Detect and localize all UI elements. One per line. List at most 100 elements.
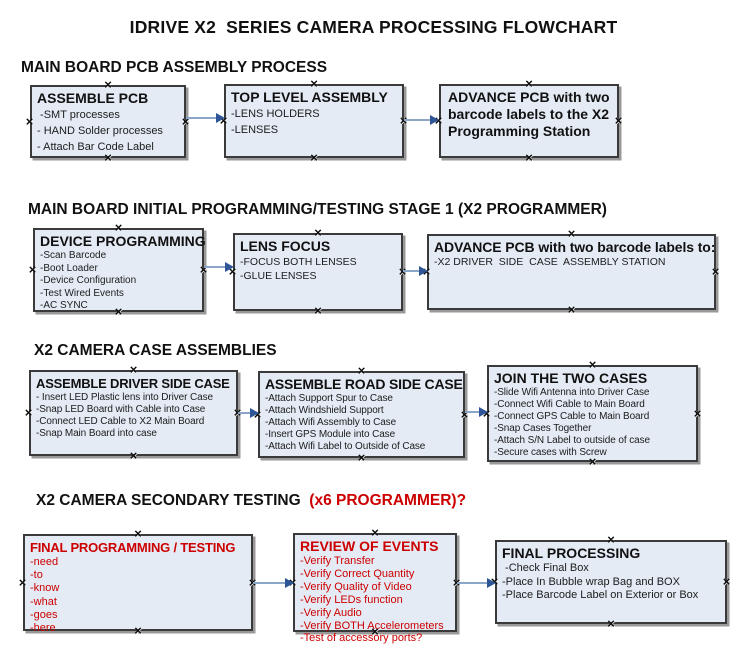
box-item: -LENS HOLDERS [231, 108, 320, 120]
box-item: -FOCUS BOTH LENSES [240, 256, 357, 268]
box-assemble-road-side-case: ASSEMBLE ROAD SIDE CASE -Attach Support … [253, 366, 469, 462]
box-item: -Check Final Box [502, 562, 589, 574]
box-title: DEVICE PROGRAMMING [40, 233, 206, 249]
box-title: JOIN THE TWO CASES [494, 370, 648, 386]
flow-arrow [186, 113, 225, 123]
connection-point-icon [525, 153, 534, 162]
page-title: IDRIVE X2 SERIES CAMERA PROCESSING FLOWC… [129, 17, 618, 37]
box-title: ASSEMBLE ROAD SIDE CASE [265, 376, 463, 392]
connection-point-icon [588, 360, 597, 369]
arrow-head-icon [479, 407, 488, 417]
box-top-level-assembly: TOP LEVEL ASSEMBLY -LENS HOLDERS -LENSES [219, 79, 408, 162]
box-item: -Snap Cases Together [494, 423, 592, 434]
section-heading-text: MAIN BOARD PCB ASSEMBLY PROCESS [21, 59, 328, 76]
section-heading-text: X2 CAMERA SECONDARY TESTING [36, 492, 305, 509]
box-item: -Test Wired Events [40, 287, 124, 299]
box-item: -Attach Wifi Label to Outside of Case [265, 441, 426, 452]
box-item: -Verify Audio [300, 606, 362, 619]
connection-point-icon [614, 116, 623, 125]
box-item: -Boot Loader [40, 262, 98, 274]
connection-point-icon [129, 365, 138, 374]
box-title: REVIEW OF EVENTS [300, 538, 439, 554]
box-item: -Place In Bubble wrap Bag and BOX [502, 575, 680, 588]
connection-point-icon [371, 528, 380, 537]
connection-point-icon [134, 529, 143, 538]
box-item: - HAND Solder processes [37, 125, 163, 137]
flow-arrow [238, 408, 259, 418]
box-item: - Attach Bar Code Label [37, 141, 154, 153]
box-item: - Insert LED Plastic lens into Driver Ca… [36, 392, 213, 403]
connection-point-icon [129, 451, 138, 460]
box-item: -need [30, 556, 59, 568]
box-item: -Place Barcode Label on Exterior or Box [502, 589, 699, 601]
box-item: -Snap Main Board into case [36, 428, 157, 439]
flow-arrow [404, 115, 439, 125]
box-item: -Snap LED Board with Cable into Case [36, 404, 206, 415]
connection-point-icon [310, 153, 319, 162]
connection-point-icon [104, 80, 113, 89]
box-item: -Attach Wifi Assembly to Case [265, 417, 397, 428]
box-assemble-pcb: ASSEMBLE PCB -SMT processes - HAND Solde… [25, 80, 190, 162]
box-item: -Verify Transfer [300, 555, 375, 567]
box-lens-focus: LENS FOCUS -FOCUS BOTH LENSES -GLUE LENS… [228, 228, 407, 315]
arrow-head-icon [216, 113, 225, 123]
box-item: -Verify BOTH Accelerometers [300, 619, 444, 632]
connection-point-icon [567, 229, 576, 238]
box-item: -Connect GPS Cable to Main Board [494, 411, 650, 422]
connection-point-icon [357, 366, 366, 375]
box-title: LENS FOCUS [240, 238, 331, 254]
flow-arrow [465, 407, 488, 417]
section-heading-secondary-testing: X2 CAMERA SECONDARY TESTING (x6 PROGRAMM… [36, 492, 466, 510]
box-item: -goes [30, 608, 58, 621]
arrow-head-icon [487, 578, 496, 588]
section-heading-pcb-assembly: MAIN BOARD PCB ASSEMBLY PROCESS [21, 59, 327, 77]
connection-point-icon [607, 619, 616, 628]
box-title: FINAL PROCESSING [502, 545, 641, 561]
box-item: -what [30, 595, 57, 608]
box-final-programming-testing: FINAL PROGRAMMING / TESTING -need -to -k… [18, 529, 257, 635]
section-heading-red-text: (x6 PROGRAMMER)? [305, 492, 467, 509]
box-item: -Insert GPS Module into Case [265, 429, 396, 440]
box-item: -Connect LED Cable to X2 Main Board [36, 416, 205, 427]
box-item: -Connect Wifi Cable to Main Board [494, 399, 645, 410]
connection-point-icon [314, 306, 323, 315]
section-heading-case-assemblies: X2 CAMERA CASE ASSEMBLIES [34, 342, 277, 360]
box-item: -X2 DRIVER SIDE CASE ASSEMBLY STATION [434, 256, 666, 268]
box-item: -SMT processes [37, 109, 120, 121]
connection-point-icon [567, 305, 576, 314]
flow-arrow [457, 578, 496, 588]
box-assemble-driver-side-case: ASSEMBLE DRIVER SIDE CASE - Insert LED P… [24, 365, 242, 460]
arrow-head-icon [225, 262, 234, 272]
connection-point-icon [607, 535, 616, 544]
connection-point-icon [711, 267, 720, 276]
box-final-processing: FINAL PROCESSING -Check Final Box -Place… [490, 535, 731, 628]
flow-arrow [204, 262, 234, 272]
connection-point-icon [525, 79, 534, 88]
arrow-head-icon [285, 578, 294, 588]
arrow-head-icon [419, 266, 428, 276]
section-heading-text: X2 CAMERA CASE ASSEMBLIES [34, 342, 277, 359]
box-title: ADVANCE PCB with two barcode labels to t… [448, 89, 610, 139]
box-title: TOP LEVEL ASSEMBLY [231, 89, 388, 105]
box-item: -know [30, 582, 60, 595]
box-item: -AC SYNC [40, 300, 88, 312]
flow-arrow [403, 266, 428, 276]
section-heading-initial-programming: MAIN BOARD INITIAL PROGRAMMING/TESTING S… [28, 201, 607, 219]
box-item: -Scan Barcode [40, 250, 107, 261]
box-device-programming: DEVICE PROGRAMMING -Scan Barcode -Boot L… [28, 223, 208, 316]
box-item: -Attach Support Spur to Case [265, 393, 393, 404]
arrow-head-icon [250, 408, 259, 418]
flow-arrow [253, 578, 294, 588]
box-title: FINAL PROGRAMMING / TESTING [30, 540, 236, 555]
connection-point-icon [25, 117, 34, 126]
connection-point-icon [693, 409, 702, 418]
box-item: -GLUE LENSES [240, 270, 317, 282]
box-item: -Attach S/N Label to outside of case [494, 435, 650, 446]
connection-point-icon [24, 408, 33, 417]
box-item: -Device Configuration [40, 275, 137, 287]
box-join-the-two-cases: JOIN THE TWO CASES -Slide Wifi Antenna i… [482, 360, 702, 466]
box-item: -Secure cases with Screw [494, 447, 607, 458]
connection-point-icon [357, 453, 366, 462]
arrow-head-icon [430, 115, 439, 125]
box-item: -Slide Wifi Antenna into Driver Case [494, 387, 650, 398]
